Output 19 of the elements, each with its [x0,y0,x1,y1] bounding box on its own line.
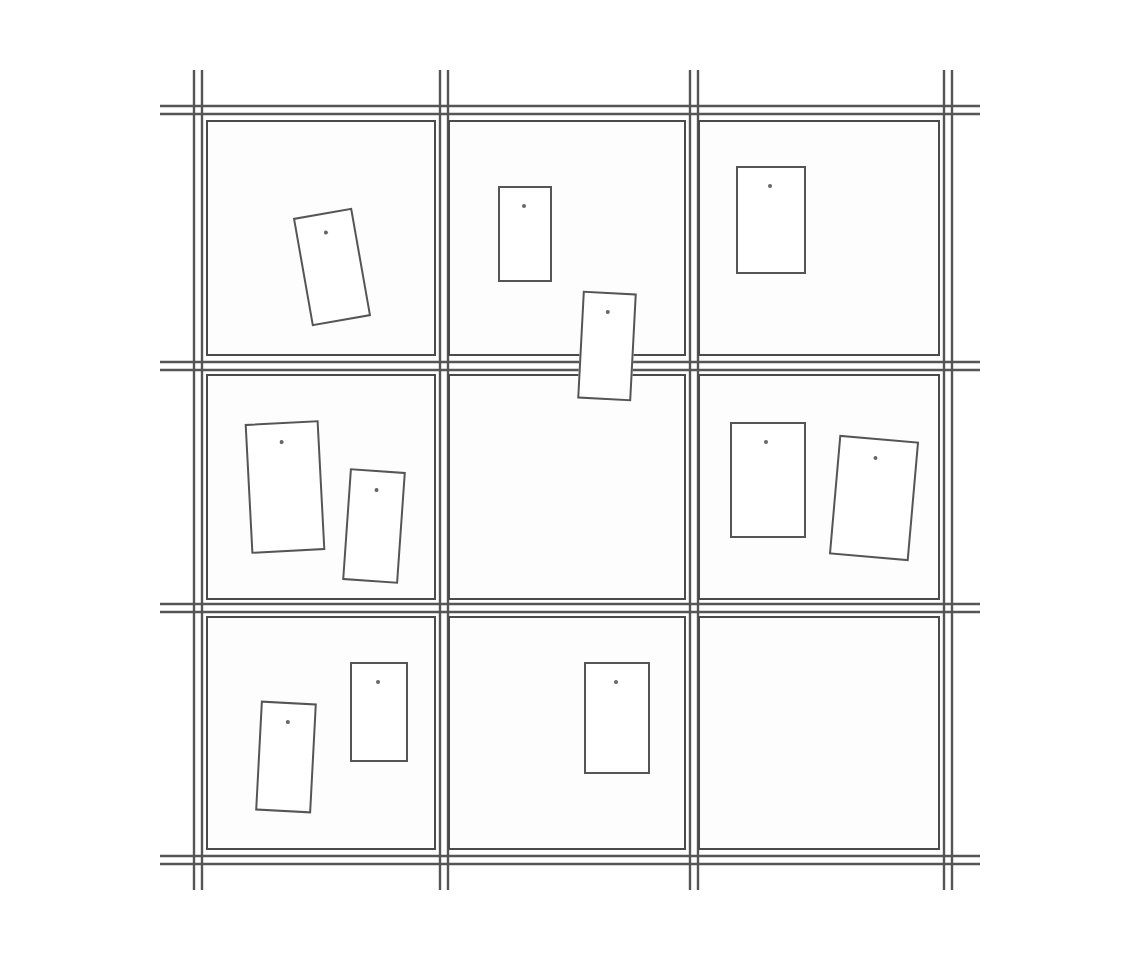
paper-note [584,662,650,774]
paper-note [828,434,920,562]
grid-square [698,616,940,850]
paper-note [577,290,637,402]
grid-square [698,120,940,356]
paper-note [342,468,406,584]
grid-square [206,616,436,850]
grid-square [206,120,436,356]
paper-note [498,186,552,282]
grid-square [206,374,436,600]
grid-square [698,374,940,600]
grid-square [448,616,686,850]
paper-note [244,420,326,554]
paper-note [350,662,408,762]
paper-note [736,166,806,274]
paper-note [255,700,317,814]
paper-note [730,422,806,538]
grid-square [448,120,686,356]
grid-square [448,374,686,600]
